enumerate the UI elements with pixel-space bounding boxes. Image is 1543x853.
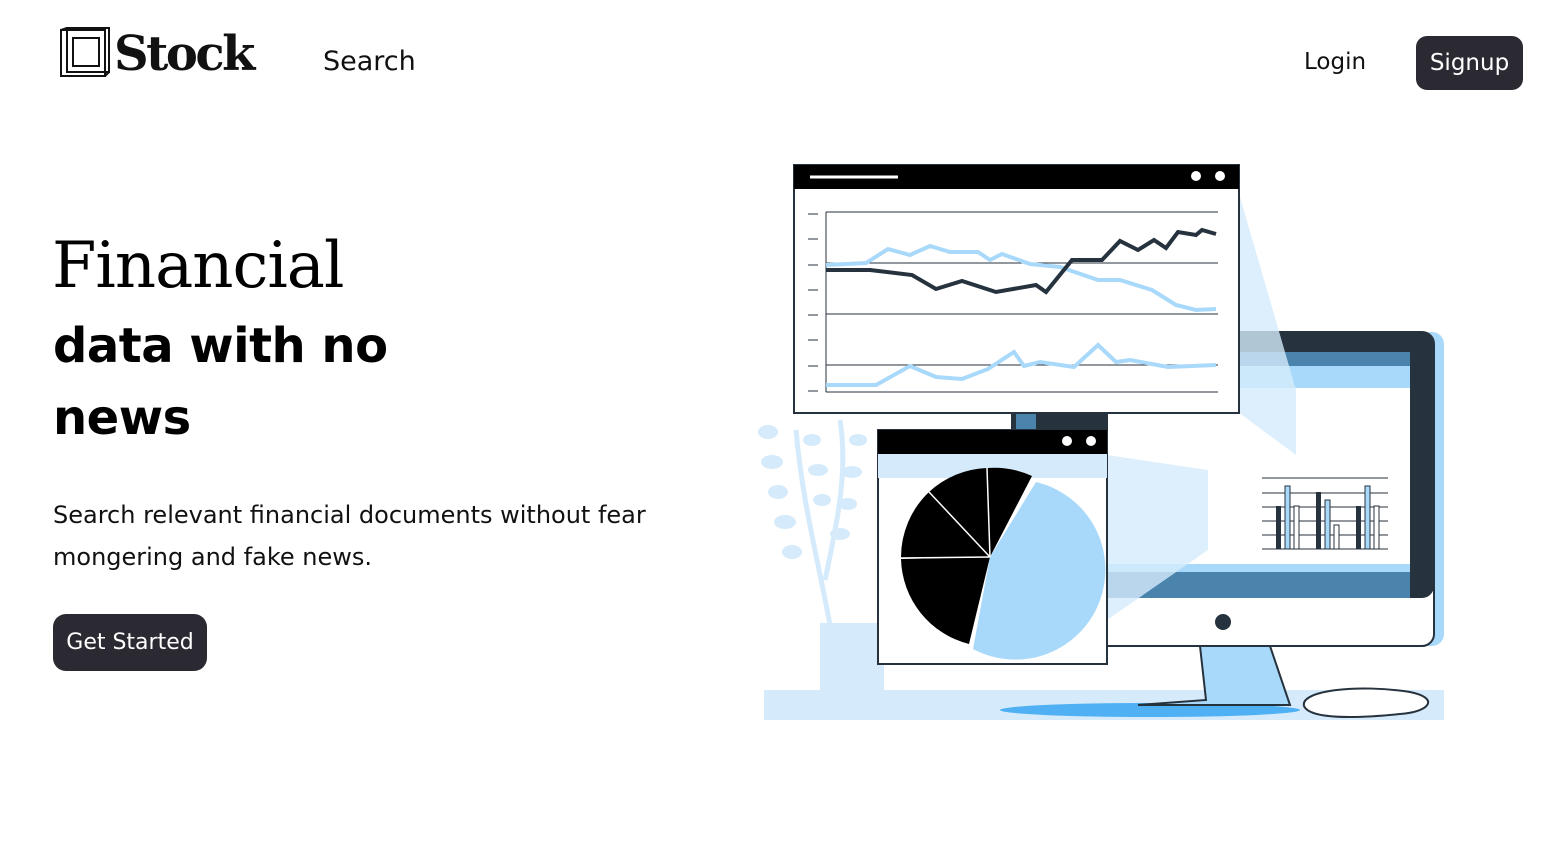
- logo-text: Stock: [114, 26, 255, 82]
- get-started-button[interactable]: Get Started: [53, 614, 207, 671]
- plant-icon: [758, 419, 884, 693]
- hero-title-bold: data with no news: [53, 318, 388, 446]
- hero-subtitle: Search relevant financial documents with…: [53, 501, 646, 571]
- line-chart-window-icon: [793, 164, 1240, 430]
- hero-title-serif: Financial: [52, 229, 344, 303]
- pie-chart-window-icon: [877, 429, 1108, 665]
- nav-search-link[interactable]: Search: [323, 46, 416, 77]
- cube-logo-icon: [60, 27, 110, 77]
- financial-dashboard-illustration: [758, 164, 1444, 720]
- mouse-icon: [1302, 687, 1430, 718]
- logo-link[interactable]: Stock: [59, 26, 255, 82]
- signup-button[interactable]: Signup: [1416, 36, 1523, 90]
- login-link[interactable]: Login: [1304, 49, 1367, 75]
